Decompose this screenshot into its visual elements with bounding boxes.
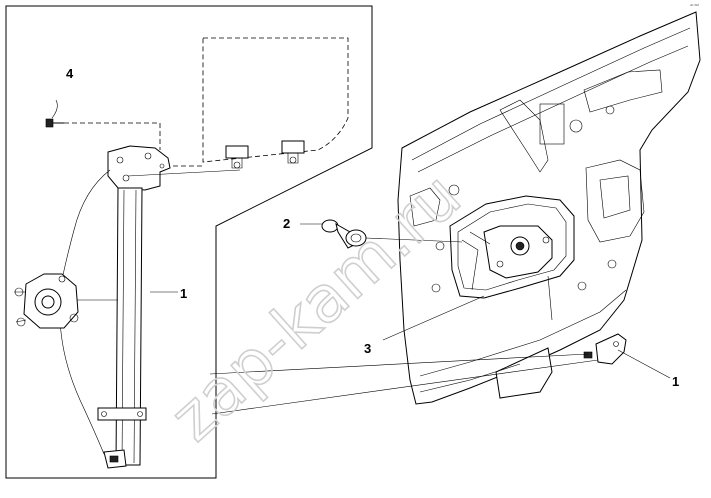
bolt-part [45,118,161,150]
watermark: zap-kam.ru [156,158,476,456]
door-assembly [397,11,701,405]
callout-regulator-left: 1 [180,286,187,301]
corner-code: ᵃᴺ ᵂᴹ [690,3,699,8]
leader-lines [51,99,671,415]
callout-bolt: 4 [66,66,74,81]
window-regulator-part [14,145,171,469]
plug-part [321,219,367,249]
callout-service-hole: 3 [364,341,371,356]
detail-panel [5,5,373,479]
watermark-text: zap-kam.ru [157,159,475,456]
callout-regulator-right: 1 [672,374,679,389]
window-glass [165,37,349,169]
callout-plug: 2 [283,216,290,231]
